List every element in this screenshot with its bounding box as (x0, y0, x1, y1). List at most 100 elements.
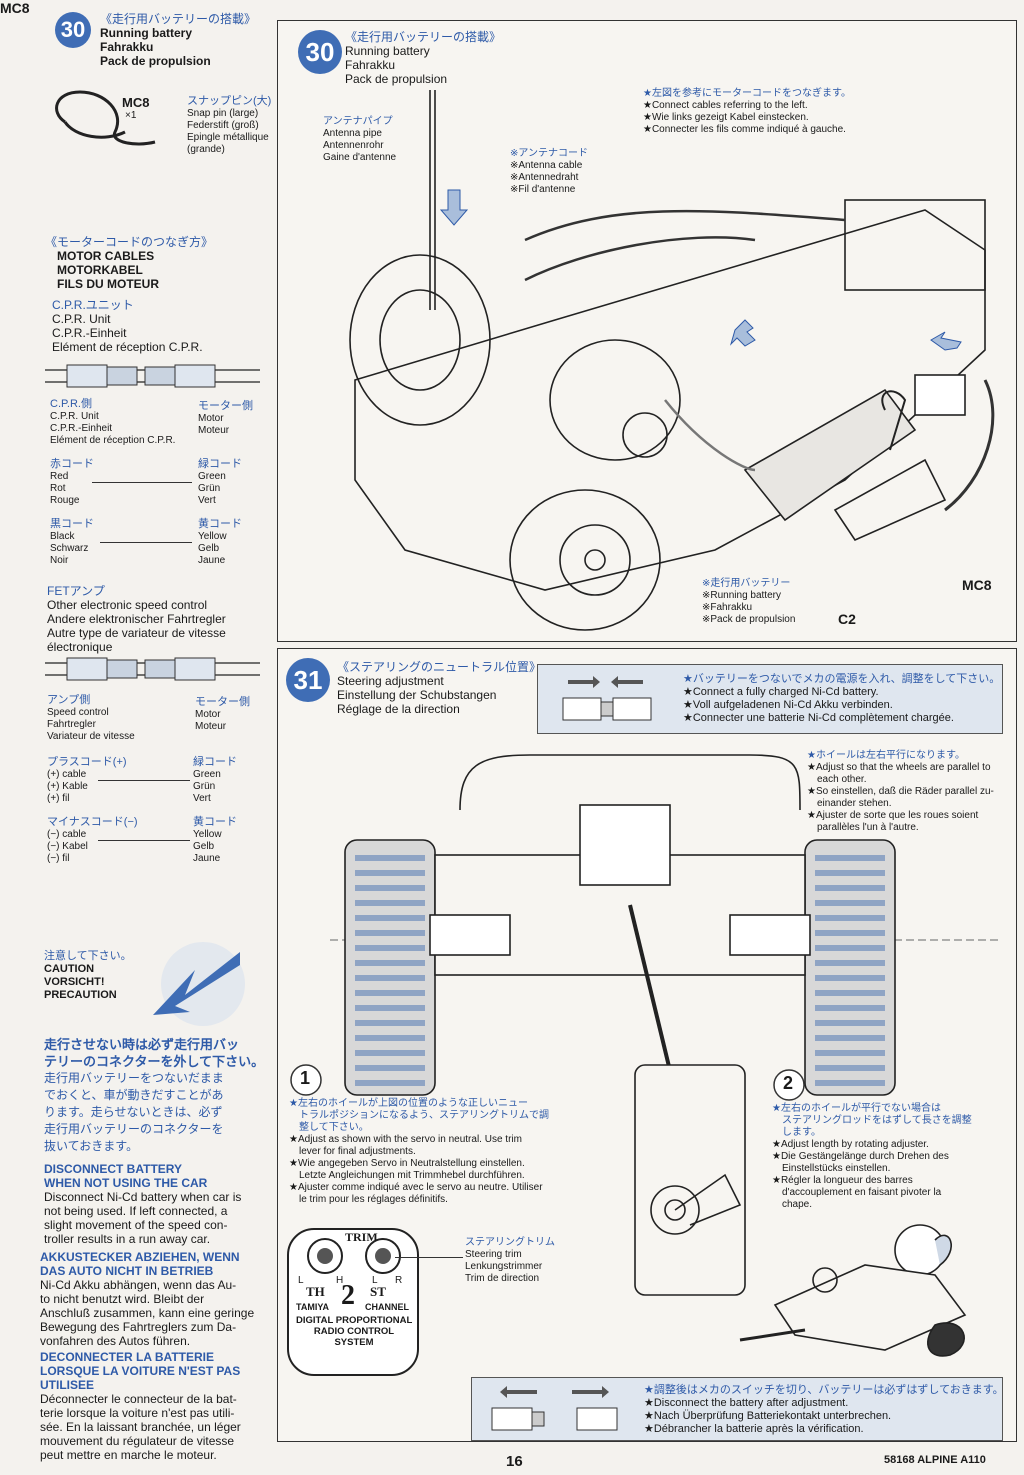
cpr-connector-diagram (45, 364, 260, 388)
caution-de-b1: Ni-Cd Akku abhängen, wenn das Au- (40, 1278, 237, 1292)
trim-en: Steering trim (465, 1249, 522, 1260)
radio-trim-label: TRIM (345, 1230, 378, 1244)
caution-heading-jp2: テリーのコネクターを外して下さい。 (44, 1054, 265, 1069)
motor-side2-en: Motor (195, 709, 221, 720)
caution-de-h2: DAS AUTO NICHT IN BETRIEB (40, 1264, 214, 1278)
caution-fr-b2: terie lorsque la voiture n'est pas utili… (40, 1406, 235, 1420)
minus-yellow-connector-line (98, 840, 190, 841)
battery-jp: ※走行用バッテリー (702, 578, 791, 589)
title-fr: Pack de propulsion (100, 54, 211, 68)
fet-fr: Autre type de variateur de vitesse (47, 626, 226, 640)
yellow2-de: Gelb (193, 841, 215, 852)
box2-en: ★Disconnect the battery after adjustment… (644, 1397, 849, 1409)
black-de: Schwarz (50, 543, 89, 554)
wheels-en1: ★Adjust so that the wheels are parallel … (807, 762, 991, 773)
step1-jp1: ★左右のホイールが上図の位置のような正しいニュー (289, 1098, 528, 1109)
connect-battery-text: ★バッテリーをつないでメカの電源を入れ、調整をして下さい。 ★Connect a… (683, 673, 1000, 725)
step1-fr1: ★Ajuster comme indiqué avec le servo au … (289, 1182, 543, 1193)
amp-side-jp: アンプ側 (47, 694, 91, 706)
caution-arrow-icon (153, 942, 245, 1026)
green-de: Grün (198, 483, 221, 494)
step-30-panel-badge: 30 (298, 30, 342, 74)
antenna-pipe-en: Antenna pipe (323, 128, 382, 139)
yellow-jp: 黄コード (198, 518, 242, 530)
cpr-side-labels: C.P.R.側 C.P.R. Unit C.P.R.-Einheit Eléme… (50, 398, 175, 447)
fet-de: Andere elektronischer Fahrtregler (47, 612, 226, 626)
red-fr: Rouge (50, 495, 80, 506)
plus-en: (+) cable (47, 769, 87, 780)
black-en: Black (50, 531, 75, 542)
black-fr: Noir (50, 555, 69, 566)
step-2-circle-icon (773, 1069, 805, 1101)
plus-jp: プラスコード(+) (47, 756, 127, 768)
caution-body-fr: DECONNECTER LA BATTERIE LORSQUE LA VOITU… (40, 1350, 241, 1462)
step2-fr3: chape. (782, 1199, 813, 1210)
part-fr2: (grande) (187, 144, 225, 155)
red-green-connector-line (92, 482, 192, 483)
box1-fr: ★Connecter une batterie Ni-Cd complèteme… (683, 712, 954, 724)
caution-body-jp3: ります。走らせないときは、必ず (44, 1105, 223, 1119)
disconnect-battery-box: ★調整後はメカのスイッチを切り、バッテリーは必ずはずしておきます。 ★Disco… (471, 1377, 1004, 1441)
minus-cable-labels: マイナスコード(−) (−) cable (−) Kabel (−) fil (47, 816, 138, 865)
step1-de2: Letzte Angleichungen mit Trimmhebel durc… (299, 1170, 525, 1181)
page-number: 16 (506, 1453, 523, 1470)
rod-adjuster-illustration (739, 1224, 967, 1357)
note-en: ★Connect cables referring to the left. (643, 100, 808, 111)
cpr-side-fr: Elément de réception C.P.R. (50, 435, 176, 446)
step2-de1: ★Die Gestängelänge durch Drehen des (772, 1151, 949, 1162)
plus-fr: (+) fil (47, 793, 70, 804)
step2-jp1: ★左右のホイールが平行でない場合は (772, 1103, 941, 1114)
trim-de: Lenkungstrimmer (465, 1261, 543, 1272)
cpr-jp: C.P.R.ユニット (52, 298, 134, 312)
step1-en2: lever for final adjustments. (299, 1146, 416, 1157)
connect-cables-note: ★左図を参考にモーターコードをつなぎます。 ★Connect cables re… (643, 88, 851, 136)
step-1-instructions: ★左右のホイールが上図の位置のような正しいニュー トラルポジションになるよう、ス… (289, 1098, 549, 1206)
cpr-fr: Elément de réception C.P.R. (52, 340, 203, 354)
cpr-de: C.P.R.-Einheit (52, 326, 127, 340)
green2-fr: Vert (193, 793, 211, 804)
radio-l1: L (298, 1275, 304, 1286)
caution-body-en: DISCONNECT BATTERY WHEN NOT USING THE CA… (44, 1162, 241, 1246)
motor-cables-jp: 《モーターコードのつなぎ方》 (45, 235, 214, 249)
title-jp: 《走行用バッテリーの搭載》 (100, 12, 257, 26)
antenna-pipe-labels: アンテナパイプ Antenna pipe Antennenrohr Gaine … (323, 116, 396, 164)
trim-fr: Trim de direction (465, 1273, 540, 1284)
battery-fr: ※Pack de propulsion (702, 614, 796, 625)
caution-fr-b5: peut mettre en marche le moteur. (40, 1448, 217, 1462)
antenna-cable-en: ※Antenna cable (510, 160, 583, 171)
step2-en: ★Adjust length by rotating adjuster. (772, 1139, 929, 1150)
step-30-badge: 30 (55, 12, 91, 48)
wheels-parallel-note: ★ホイールは左右平行になります。 ★Adjust so that the whe… (807, 750, 994, 834)
antenna-cable-de: ※Antennedraht (510, 172, 579, 183)
minus-de: (−) Kabel (47, 841, 88, 852)
caution-body-jp: 走行させない時は必ず走行用バッ テリーのコネクターを外して下さい。 走行用バッテ… (44, 1036, 264, 1155)
cpr-unit-labels: C.P.R.ユニット C.P.R. Unit C.P.R.-Einheit El… (52, 298, 203, 354)
disconnect-battery-text: ★調整後はメカのスイッチを切り、バッテリーは必ずはずしておきます。 ★Disco… (644, 1384, 1004, 1436)
fet-connector-diagram (45, 657, 260, 681)
running-battery-labels: ※走行用バッテリー ※Running battery ※Fahrakku ※Pa… (702, 578, 795, 626)
green2-de: Grün (193, 781, 216, 792)
caution-body-jp2: でおくと、車が動きだすことがあ (44, 1088, 224, 1102)
step1-fr2: le trim pour les réglages définitifs. (299, 1194, 448, 1205)
minus-fr: (−) fil (47, 853, 70, 864)
box1-jp: ★バッテリーをつないでメカの電源を入れ、調整をして下さい。 (683, 673, 1001, 685)
caution-de-b5: vonfahren des Autos führen. (40, 1334, 191, 1348)
connect-battery-box: ★バッテリーをつないでメカの電源を入れ、調整をして下さい。 ★Connect a… (537, 664, 1003, 734)
caution-heading: 注意して下さい。 CAUTION VORSICHT! PRECAUTION (44, 950, 132, 1002)
cpr-side-jp: C.P.R.側 (50, 398, 92, 410)
wheels-de1: ★So einstellen, daß die Räder parallel z… (807, 786, 994, 797)
caution-fr-b3: sée. En la laissant branchée, un léger (40, 1420, 241, 1434)
antenna-pipe-fr: Gaine d'antenne (323, 152, 397, 163)
amp-side-de: Fahrtregler (47, 719, 96, 730)
fet-amp-labels: FETアンプ Other electronic speed control An… (47, 584, 226, 654)
motor-side2-labels: モーター側 Motor Moteur (195, 696, 250, 733)
cpr-side-de: C.P.R.-Einheit (50, 423, 113, 434)
battery-connect-icon (562, 676, 652, 721)
step1-jp3: 整して下さい。 (299, 1122, 369, 1133)
caution-body-de: AKKUSTECKER ABZIEHEN, WENN DAS AUTO NICH… (40, 1250, 254, 1348)
red-en: Red (50, 471, 69, 482)
caution-fr-b4: mouvement du régulateur de vitesse (40, 1434, 235, 1448)
part-jp: スナップピン(大) (187, 95, 272, 107)
front-suspension-illustration (330, 754, 1000, 1296)
